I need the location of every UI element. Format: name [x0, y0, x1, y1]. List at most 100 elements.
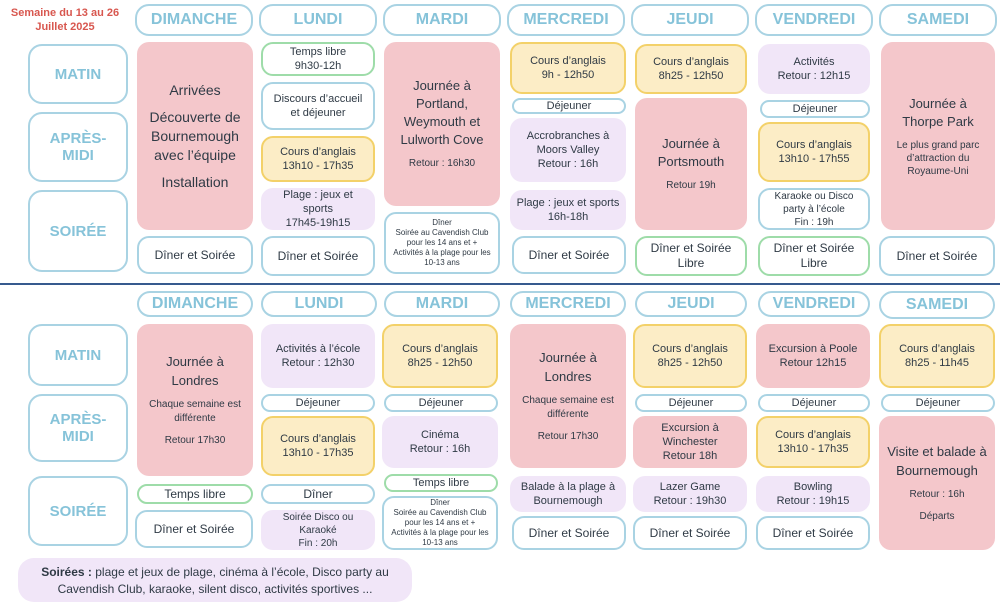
- w1-monday-free-time: Temps libre 9h30-12h: [261, 42, 375, 76]
- evening-activities-note: Soirées : plage et jeux de plage, cinéma…: [18, 558, 412, 602]
- day-header-friday: VENDREDI: [755, 4, 873, 36]
- w2-monday-activities-title: Activités à l’école: [275, 343, 361, 355]
- w1-monday-free-time-title: Temps libre: [289, 46, 347, 58]
- w2-thursday-laser-game: Lazer Game Retour : 19h30: [633, 476, 747, 512]
- day-header-wednesday: MERCREDI: [507, 4, 625, 36]
- w2-thursday-winchester: Excursion à Winchester Retour 18h: [633, 416, 747, 468]
- w2-sunday-london: Journée à Londres Chaque semaine est dif…: [137, 324, 253, 476]
- w1-sunday-line2: Découverte de Bournemough avec l’équipe: [149, 108, 241, 163]
- w2-monday-english-hours: 13h10 - 17h35: [282, 447, 354, 459]
- w2-thursday-winchester-title: Excursion à Winchester: [661, 422, 719, 448]
- w1-tuesday-evening-detail: Soirée au Cavendish Club pour les 14 ans…: [393, 228, 491, 267]
- w1-saturday-thorpe-park: Journée à Thorpe Park Le plus grand parc…: [881, 42, 995, 230]
- w1-sunday-line1: Arrivées: [169, 81, 221, 98]
- w1-tuesday-trip-return: Retour : 16h30: [408, 158, 476, 169]
- w2-monday-disco-title: Soirée Disco ou Karaoké: [282, 511, 354, 536]
- day-header-thursday: JEUDI: [631, 4, 749, 36]
- w1-tuesday-portland-trip: Journée à Portland, Weymouth et Lulworth…: [384, 42, 500, 206]
- w2-friday-bowling-title: Bowling: [793, 481, 833, 493]
- w1-wednesday-beach-title: Plage : jeux et sports: [516, 197, 620, 209]
- w1-monday-english-title: Cours d’anglais: [280, 146, 356, 158]
- w2-friday-poole-return: Retour 12h15: [779, 357, 847, 369]
- w2-row-label-morning: MATIN: [28, 324, 128, 386]
- note-text: plage et jeux de plage, cinéma à l’école…: [57, 565, 389, 596]
- w2-saturday-english-title: Cours d’anglais: [899, 343, 975, 355]
- w2-tuesday-lunch: Déjeuner: [384, 394, 498, 412]
- w2-day-header-saturday: SAMEDI: [879, 291, 995, 319]
- w1-friday-activities: Activités Retour : 12h15: [758, 44, 870, 94]
- w2-thursday-laser-title: Lazer Game: [659, 481, 721, 493]
- w1-saturday-evening: Dîner et Soirée: [879, 236, 995, 276]
- w2-wednesday-london-title: Journée à Londres: [539, 350, 597, 384]
- day-header-monday: LUNDI: [259, 4, 377, 36]
- w1-monday-english-class: Cours d’anglais 13h10 - 17h35: [261, 136, 375, 182]
- w2-saturday-english-hours: 8h25 - 11h45: [904, 357, 970, 369]
- w2-tuesday-cinema-title: Cinéma: [421, 429, 459, 441]
- week-title: Semaine du 13 au 26 Juillet 2025: [10, 7, 120, 33]
- w2-tuesday-english-title: Cours d’anglais: [402, 343, 478, 355]
- w1-tuesday-trip-title: Journée à Portland, Weymouth et Lulworth…: [400, 78, 484, 147]
- w2-wednesday-evening: Dîner et Soirée: [512, 516, 626, 550]
- w1-thursday-english-title: Cours d’anglais: [653, 56, 729, 68]
- w2-sunday-free-time: Temps libre: [137, 484, 253, 504]
- w2-saturday-visit-title: Visite et balade à Bournemough: [887, 444, 987, 478]
- w2-day-header-tuesday: MARDI: [384, 291, 500, 317]
- w1-wednesday-evening: Dîner et Soirée: [512, 236, 626, 274]
- w2-saturday-visit-return: Retour : 16h: [909, 489, 965, 500]
- w2-friday-poole: Excursion à Poole Retour 12h15: [756, 324, 870, 388]
- w2-tuesday-cinema: Cinéma Retour : 16h: [382, 416, 498, 468]
- w1-monday-beach: Plage : jeux et sports 17h45-19h15: [261, 188, 375, 230]
- week-divider: [0, 283, 1000, 285]
- w2-monday-disco-end: Fin : 20h: [298, 537, 338, 549]
- w2-wednesday-london-note: Chaque semaine est différente: [522, 395, 614, 420]
- w2-monday-lunch: Déjeuner: [261, 394, 375, 412]
- w2-row-label-evening: SOIRÉE: [28, 476, 128, 546]
- w2-thursday-english-hours: 8h25 - 12h50: [657, 357, 723, 369]
- w1-wednesday-lunch: Déjeuner: [512, 98, 626, 114]
- w2-monday-activities-return: Retour : 12h30: [281, 357, 355, 369]
- note-label: Soirées :: [41, 565, 92, 579]
- w1-sunday-evening: Dîner et Soirée: [137, 236, 253, 274]
- w2-friday-poole-title: Excursion à Poole: [768, 343, 858, 355]
- w1-monday-evening: Dîner et Soirée: [261, 236, 375, 276]
- w2-tuesday-english-hours: 8h25 - 12h50: [407, 357, 473, 369]
- w2-day-header-friday: VENDREDI: [758, 291, 870, 317]
- w1-saturday-trip-note: Le plus grand parc d’attraction du Royau…: [896, 139, 980, 177]
- w2-day-header-thursday: JEUDI: [635, 291, 747, 317]
- w1-sunday-arrival: Arrivées Découverte de Bournemough avec …: [137, 42, 253, 230]
- w2-tuesday-evening-detail: Soirée au Cavendish Club pour les 14 ans…: [391, 508, 489, 547]
- w2-saturday-bournemouth-visit: Visite et balade à Bournemough Retour : …: [879, 416, 995, 550]
- w1-wednesday-beach: Plage : jeux et sports 16h-18h: [510, 190, 626, 230]
- w1-friday-karaoke-end: Fin : 19h: [794, 216, 834, 228]
- w2-sunday-evening: Dîner et Soirée: [135, 510, 253, 548]
- w1-monday-welcome: Discours d’accueil et déjeuner: [261, 82, 375, 130]
- w2-thursday-english-title: Cours d’anglais: [652, 343, 728, 355]
- w2-wednesday-london: Journée à Londres Chaque semaine est dif…: [510, 324, 626, 468]
- w2-friday-english-class: Cours d’anglais 13h10 - 17h35: [756, 416, 870, 468]
- w1-thursday-trip-title: Journée à Portsmouth: [657, 136, 725, 169]
- w2-sunday-london-title: Journée à Londres: [166, 354, 224, 388]
- w1-thursday-trip-return: Retour 19h: [666, 180, 716, 191]
- w1-monday-free-time-hours: 9h30-12h: [294, 60, 342, 72]
- w2-saturday-departures: Départs: [919, 511, 955, 522]
- w1-wednesday-english-hours: 9h - 12h50: [541, 69, 595, 81]
- w2-friday-bowling: Bowling Retour : 19h15: [756, 476, 870, 512]
- w1-wednesday-english-class: Cours d’anglais 9h - 12h50: [510, 42, 626, 94]
- w1-sunday-line3: Installation: [161, 173, 229, 190]
- w2-monday-english-title: Cours d’anglais: [280, 433, 356, 445]
- w2-friday-lunch: Déjeuner: [758, 394, 870, 412]
- w1-monday-beach-title: Plage : jeux et sports: [283, 189, 353, 215]
- row-label-evening: SOIRÉE: [28, 190, 128, 272]
- w1-wednesday-english-title: Cours d’anglais: [530, 55, 606, 67]
- w2-day-header-wednesday: MERCREDI: [510, 291, 626, 317]
- w1-tuesday-evening-dinner: Dîner: [432, 218, 452, 227]
- w1-friday-karaoke-title: Karaoke ou Disco party à l’école: [774, 190, 854, 215]
- w1-monday-english-hours: 13h10 - 17h35: [282, 160, 354, 172]
- w1-wednesday-treetop-title: Accrobranches à Moors Valley: [526, 130, 610, 156]
- day-header-saturday: SAMEDI: [879, 4, 997, 36]
- w1-thursday-evening: Dîner et Soirée Libre: [635, 236, 747, 276]
- w2-sunday-london-note: Chaque semaine est différente: [149, 399, 241, 424]
- w2-friday-evening: Dîner et Soirée: [756, 516, 870, 550]
- day-header-tuesday: MARDI: [383, 4, 501, 36]
- row-label-afternoon: APRÈS-MIDI: [28, 112, 128, 182]
